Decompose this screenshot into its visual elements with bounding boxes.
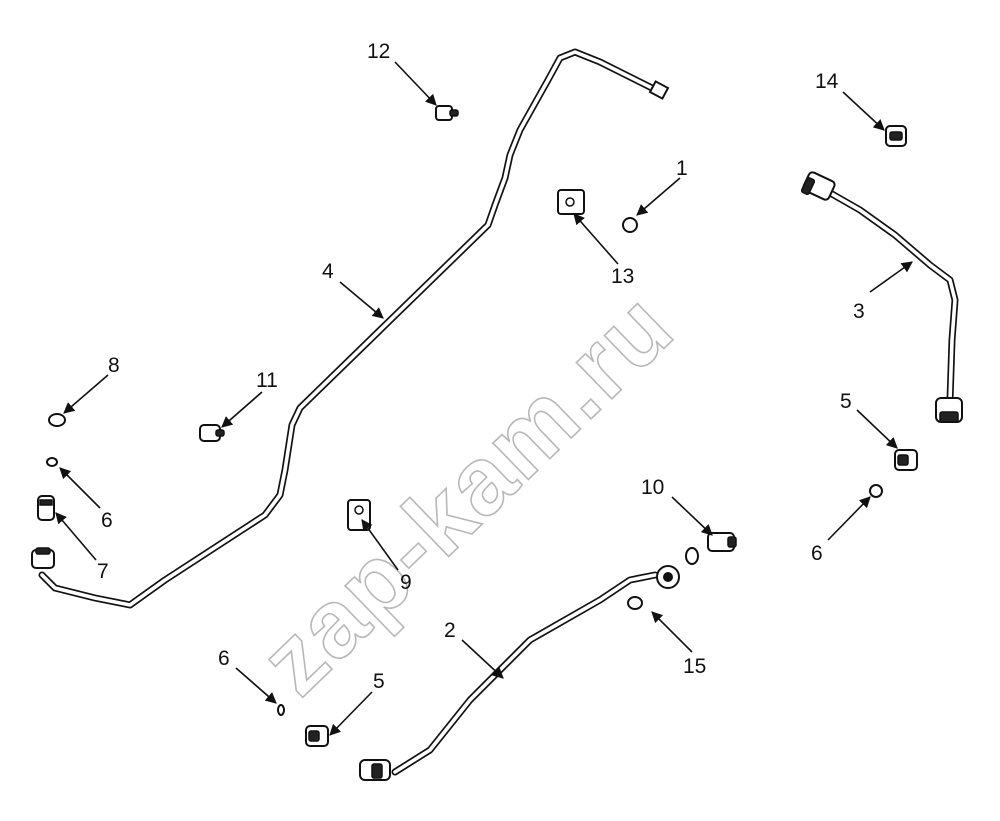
callout-11: 11 [256, 369, 278, 392]
ring-8 [48, 413, 66, 427]
callout-5-right: 5 [840, 390, 852, 413]
washer-10 [685, 547, 699, 565]
ring-6-right [869, 484, 883, 498]
leader-12 [394, 61, 437, 106]
callout-6-right: 6 [811, 542, 823, 565]
callout-10: 10 [641, 476, 664, 499]
leader-1 [636, 177, 681, 216]
clip-13 [557, 189, 585, 215]
tube-4 [38, 48, 670, 609]
fitting-14 [885, 125, 907, 147]
callout-4: 4 [322, 260, 334, 283]
tube-3 [800, 171, 963, 423]
callout-15: 15 [683, 655, 706, 678]
leader-6b [827, 496, 871, 541]
leader-8 [63, 374, 109, 414]
bolt-10 [707, 532, 737, 552]
callout-6-left: 6 [101, 509, 113, 532]
callout-3: 3 [853, 300, 865, 323]
leader-9 [361, 519, 399, 571]
callout-13: 13 [611, 265, 634, 288]
callout-2: 2 [444, 619, 456, 642]
watermark: zap-kam.ru [240, 272, 693, 715]
callout-1: 1 [676, 157, 688, 180]
ring-15 [627, 596, 643, 610]
leader-10 [671, 496, 713, 536]
leader-14 [842, 91, 885, 131]
fitting-5-lower [305, 725, 329, 747]
callout-12: 12 [367, 40, 390, 63]
tube-2 [359, 565, 680, 781]
callout-8: 8 [108, 354, 120, 377]
fitting-7 [37, 495, 55, 521]
bolt-12 [435, 105, 459, 121]
ring-6-lower [277, 704, 285, 716]
nut-1 [622, 217, 638, 233]
fitting-tube-4-end [31, 547, 55, 569]
leader-2 [461, 639, 504, 679]
leader-6a [59, 467, 101, 509]
leader-6c [235, 667, 277, 704]
leader-15 [651, 611, 693, 653]
ring-6-left [46, 457, 58, 467]
leader-7 [55, 512, 97, 561]
leader-5b [329, 691, 373, 736]
callout-5-lower: 5 [373, 670, 385, 693]
leader-4 [339, 281, 384, 319]
callout-6-lower: 6 [218, 647, 230, 670]
fitting-5-right [894, 449, 918, 471]
leader-3 [869, 261, 913, 293]
bolt-11 [199, 424, 225, 442]
callout-7: 7 [97, 560, 109, 583]
leader-13 [573, 213, 619, 265]
callout-14: 14 [815, 70, 839, 93]
leader-11 [221, 391, 263, 428]
leader-5a [856, 409, 898, 449]
callout-9: 9 [400, 571, 412, 594]
